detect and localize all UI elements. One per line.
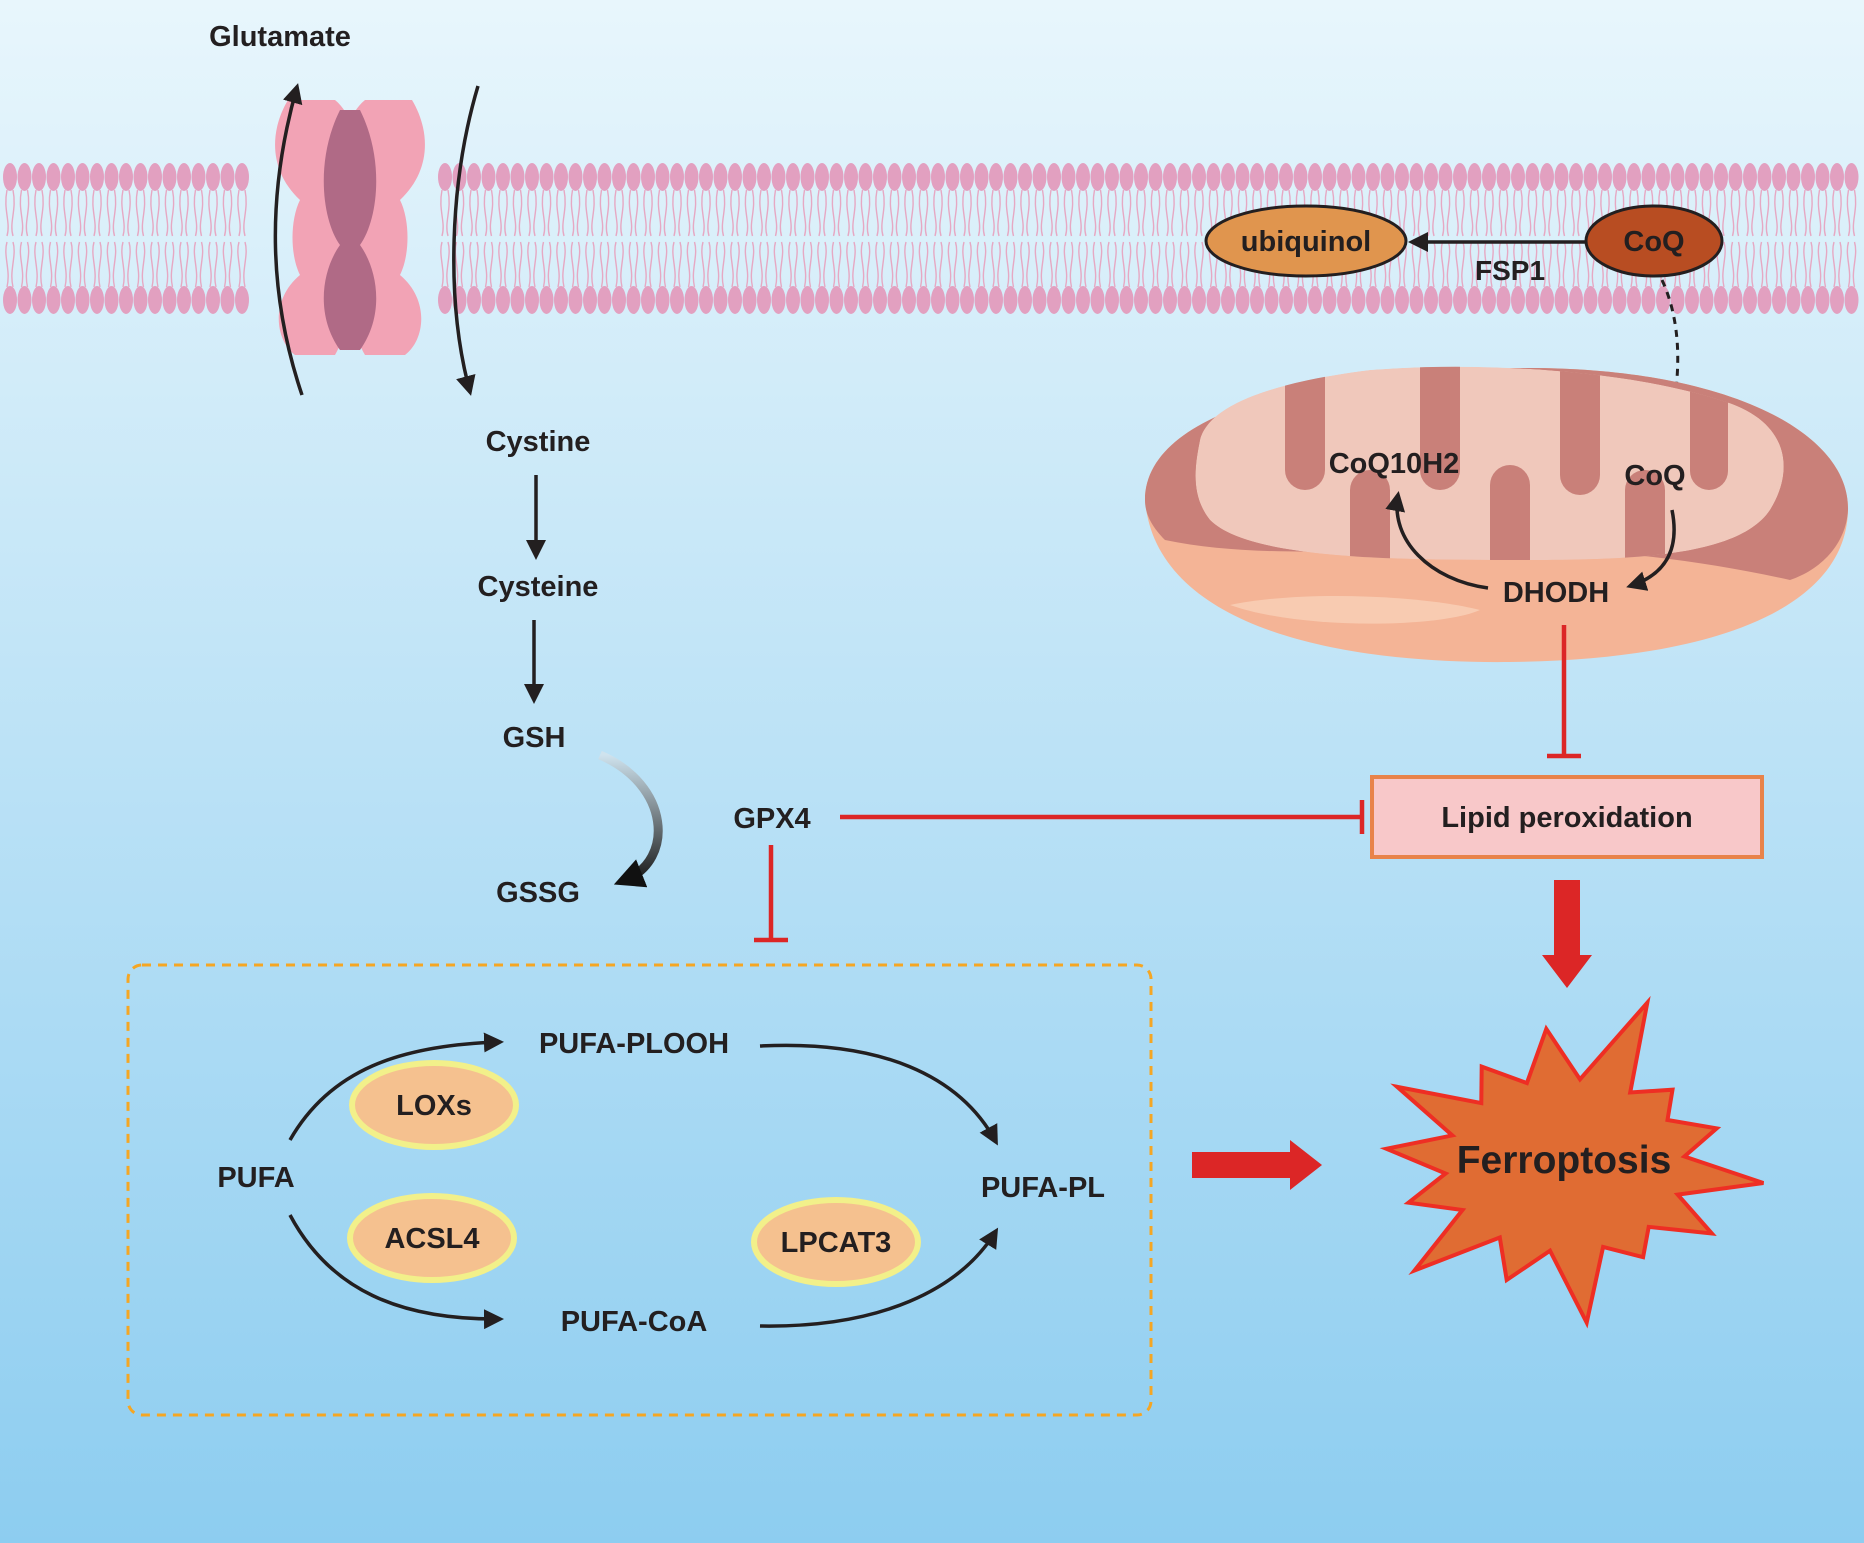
pufa-to-ferroptosis-arrow bbox=[1192, 1140, 1322, 1190]
dhodh-inhibits-lipid-peroxidation bbox=[1547, 625, 1581, 759]
lpcat3-enzyme bbox=[751, 1197, 921, 1287]
transporter-icon bbox=[273, 83, 480, 396]
plooh-to-pl-arrow bbox=[759, 1043, 998, 1146]
loxs-enzyme bbox=[349, 1060, 519, 1150]
acsl4-enzyme bbox=[347, 1193, 517, 1283]
ubiquinol-label: ubiquinol bbox=[1241, 226, 1371, 258]
coq10h2-label: CoQ10H2 bbox=[1329, 448, 1460, 480]
dhodh-to-coq10h2-arrow bbox=[1385, 491, 1489, 590]
pufa-pl-label: PUFA-PL bbox=[981, 1172, 1105, 1204]
pufa-coa-label: PUFA-CoA bbox=[561, 1306, 708, 1338]
gsh-to-gssg-arrow bbox=[598, 750, 663, 888]
coq-mito-label: CoQ bbox=[1624, 460, 1685, 492]
coq-to-dhodh-arrow bbox=[1626, 509, 1676, 591]
cystine-label: Cystine bbox=[486, 426, 591, 458]
glutamate-export-arrow bbox=[273, 83, 304, 396]
gpx4-label: GPX4 bbox=[733, 803, 810, 835]
coa-to-pl-arrow bbox=[759, 1227, 999, 1328]
pufa-pathway-box bbox=[126, 963, 1153, 1417]
lpcat3-label: LPCAT3 bbox=[781, 1227, 892, 1259]
ferroptosis-label: Ferroptosis bbox=[1457, 1139, 1672, 1182]
glutamate-label: Glutamate bbox=[209, 21, 351, 53]
gssg-label: GSSG bbox=[496, 877, 580, 909]
lipid-peroxidation-label: Lipid peroxidation bbox=[1441, 802, 1692, 834]
ubiquinol-node bbox=[1204, 204, 1408, 278]
acsl4-label: ACSL4 bbox=[384, 1223, 479, 1255]
pufa-to-plooh-arrow bbox=[288, 1032, 504, 1141]
gsh-label: GSH bbox=[503, 722, 566, 754]
mitochondrion-icon bbox=[1145, 366, 1849, 663]
gpx4-inhibits-lipid-peroxidation bbox=[840, 800, 1365, 834]
pufa-plooh-label: PUFA-PLOOH bbox=[539, 1028, 729, 1060]
cysteine-label: Cysteine bbox=[478, 571, 599, 603]
gpx4-inhibits-pufa-pathway bbox=[754, 845, 788, 943]
coq-membrane-node bbox=[1584, 204, 1724, 278]
explosion-icon bbox=[1379, 995, 1765, 1329]
pufa-label: PUFA bbox=[217, 1162, 294, 1194]
lipid-to-ferroptosis-arrow bbox=[1542, 880, 1592, 988]
dhodh-label: DHODH bbox=[1503, 577, 1609, 609]
cystine-import-arrow bbox=[452, 85, 480, 396]
loxs-label: LOXs bbox=[396, 1090, 472, 1122]
coq-membrane-label: CoQ bbox=[1623, 226, 1684, 258]
lipid-peroxidation-box bbox=[1370, 775, 1764, 859]
pufa-to-coa-arrow bbox=[288, 1214, 504, 1330]
fsp1-label: FSP1 bbox=[1475, 255, 1545, 286]
